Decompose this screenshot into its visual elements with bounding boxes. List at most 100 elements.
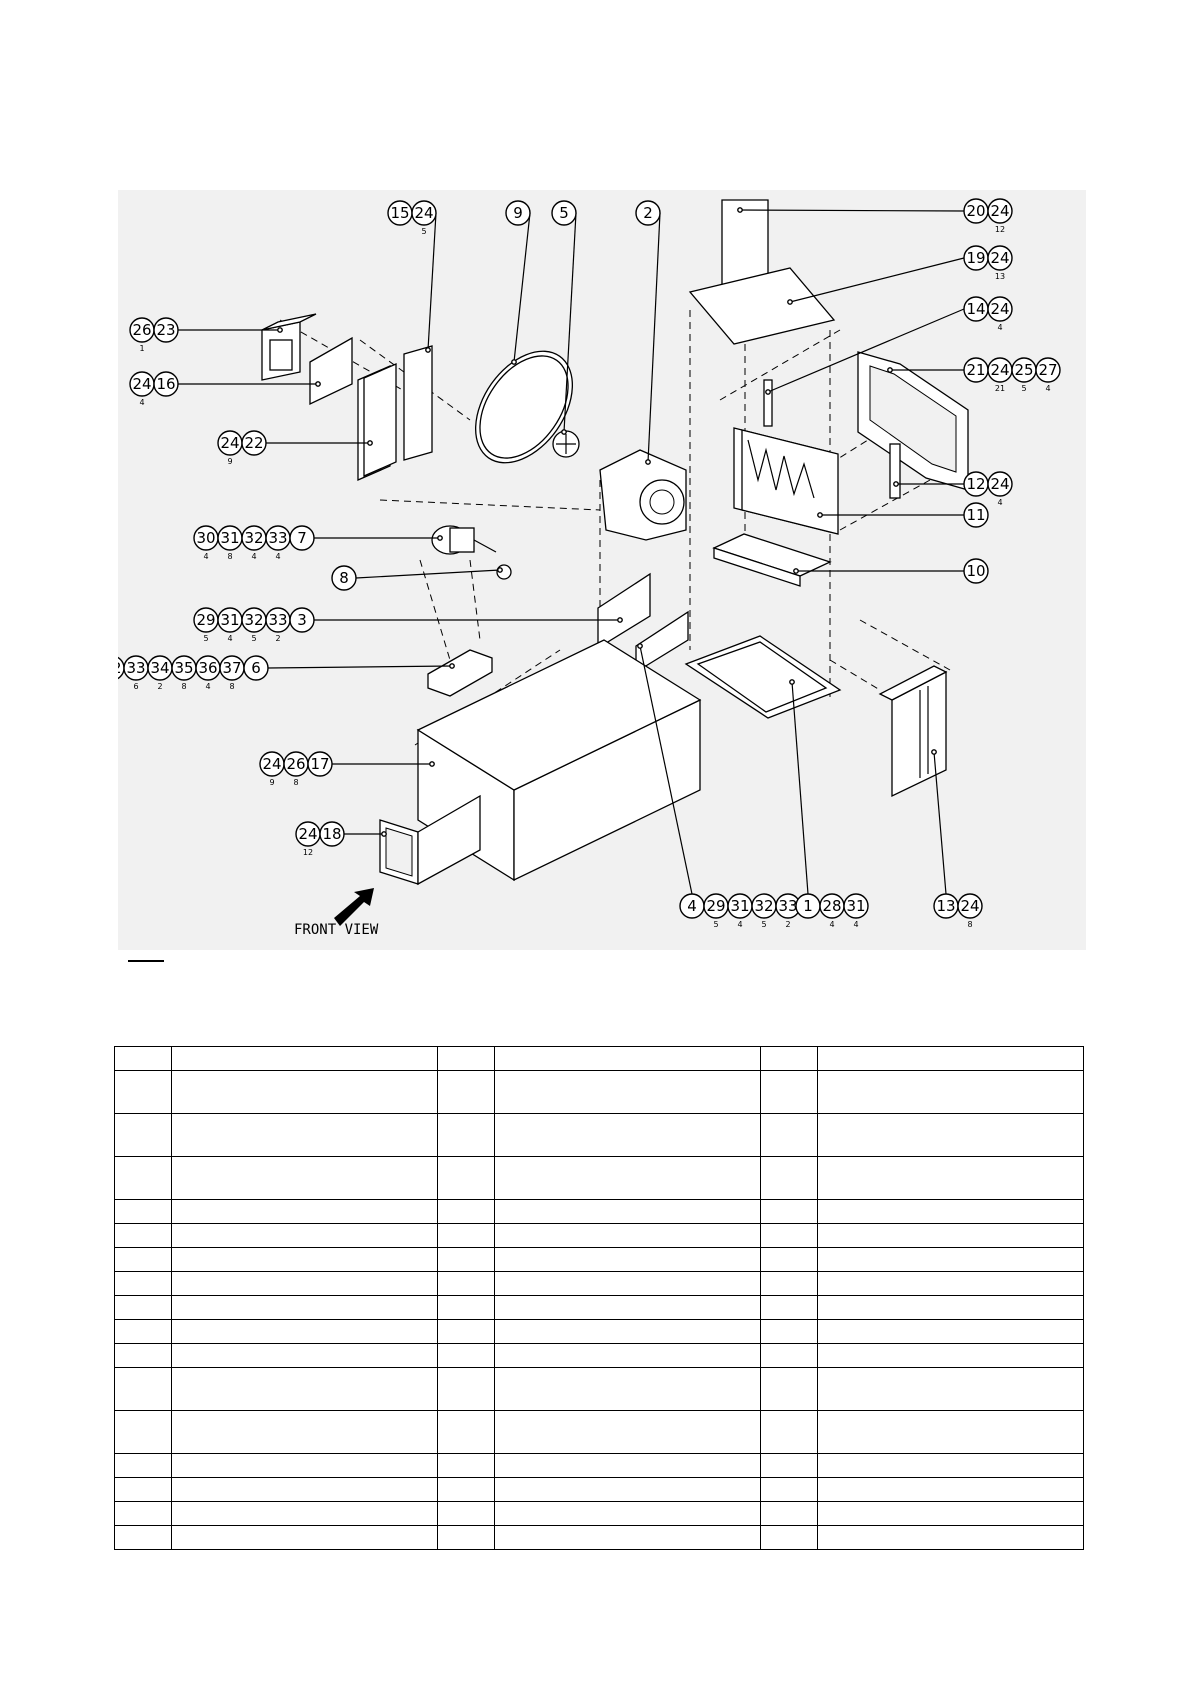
cell-item-number xyxy=(114,1199,172,1224)
table-row xyxy=(114,1223,1084,1248)
cell-item-number xyxy=(760,1477,818,1502)
callout-number: 37 xyxy=(222,659,241,677)
callout-number: 28 xyxy=(822,897,841,915)
callout-number: 33 xyxy=(268,611,287,629)
leader-dot xyxy=(367,440,373,446)
callout-quantity: 2 xyxy=(275,634,280,643)
callout-8: 8 xyxy=(331,565,503,591)
callout-number: 27 xyxy=(1038,361,1057,379)
callout-number: 25 xyxy=(1014,361,1033,379)
callout-circle xyxy=(307,751,333,777)
cell-description xyxy=(494,1199,761,1224)
cell-item-number xyxy=(437,1477,495,1502)
callout-number: 33 xyxy=(126,659,145,677)
callout-number: 24 xyxy=(990,475,1009,493)
cell-description xyxy=(817,1319,1084,1344)
leader-line xyxy=(739,209,965,212)
leader-line xyxy=(563,212,577,433)
callout-number: 24 xyxy=(298,825,317,843)
cell-description xyxy=(171,1199,438,1224)
front-view-label: FRONT VIEW xyxy=(294,922,379,938)
callout-9: 9 xyxy=(505,200,531,365)
callout-number: 31 xyxy=(730,897,749,915)
callout-circle xyxy=(987,296,1013,322)
cell-description xyxy=(817,1525,1084,1550)
table-row xyxy=(114,1247,1084,1272)
part-coil xyxy=(733,427,839,535)
cell-description xyxy=(817,1247,1084,1272)
callout-number: 32 xyxy=(754,897,773,915)
callout-quantity: 4 xyxy=(227,634,232,643)
cell-description xyxy=(817,1343,1084,1368)
callout-quantity: 9 xyxy=(227,457,232,466)
callout-number: 33 xyxy=(268,529,287,547)
leader-line xyxy=(355,569,501,579)
cell-item-number xyxy=(437,1367,495,1411)
callout-number: 36 xyxy=(198,659,217,677)
table-row xyxy=(114,1367,1084,1411)
callout-quantity: 2 xyxy=(785,920,790,929)
cell-description xyxy=(494,1343,761,1368)
callout-quantity: 5 xyxy=(713,920,718,929)
cell-item-number xyxy=(114,1319,172,1344)
leader-dot xyxy=(789,679,795,685)
callout-quantity: 6 xyxy=(133,682,138,691)
callout-number: 4 xyxy=(687,897,697,915)
part-duct-frame xyxy=(261,313,317,381)
cell-item-number xyxy=(114,1525,172,1550)
cell-item-number xyxy=(437,1501,495,1526)
callout-number: 26 xyxy=(286,755,305,773)
leader-dot xyxy=(931,749,937,755)
callout-number: 3 xyxy=(297,611,307,629)
callout-quantity: 4 xyxy=(997,323,1002,332)
cell-description xyxy=(171,1525,438,1550)
cell-description xyxy=(171,1295,438,1320)
callout-quantity: 13 xyxy=(995,272,1005,281)
callout-circle xyxy=(153,317,179,343)
part-drain-pan xyxy=(712,533,832,587)
leader-line xyxy=(789,257,965,303)
callout-circle xyxy=(1035,357,1061,383)
cell-item-number xyxy=(760,1223,818,1248)
leader-dot xyxy=(511,359,517,365)
cell-item-number xyxy=(760,1070,818,1114)
leader-dot xyxy=(637,643,643,649)
callout-quantity: 9 xyxy=(269,778,274,787)
cell-description xyxy=(171,1319,438,1344)
callout-quantity: 2 xyxy=(157,682,162,691)
cell-description xyxy=(171,1046,438,1071)
cell-item-number xyxy=(760,1410,818,1454)
callout-number: 12 xyxy=(966,475,985,493)
cell-item-number xyxy=(437,1525,495,1550)
cell-description xyxy=(494,1410,761,1454)
cell-item-number xyxy=(114,1156,172,1200)
cell-item-number xyxy=(437,1271,495,1296)
callout-number: 9 xyxy=(513,204,523,222)
callout-11: 11 xyxy=(817,502,989,528)
callout-quantity: 21 xyxy=(995,384,1005,393)
callout-number: 22 xyxy=(244,434,263,452)
leader-line xyxy=(647,212,661,463)
leader-dot xyxy=(381,831,387,837)
leader-line xyxy=(767,308,965,393)
cell-item-number xyxy=(760,1156,818,1200)
cell-item-number xyxy=(114,1070,172,1114)
callout-quantity: 4 xyxy=(139,398,144,407)
cell-item-number xyxy=(760,1501,818,1526)
part-blower-housing xyxy=(599,449,687,541)
part-front-flange xyxy=(379,794,481,886)
callout-5: 5 xyxy=(551,200,577,435)
cell-description xyxy=(494,1367,761,1411)
cell-item-number xyxy=(114,1271,172,1296)
callout-circle xyxy=(411,200,437,226)
callout-circle xyxy=(243,655,269,681)
cell-description xyxy=(171,1477,438,1502)
cell-item-number xyxy=(114,1477,172,1502)
callout-number: 24 xyxy=(990,202,1009,220)
